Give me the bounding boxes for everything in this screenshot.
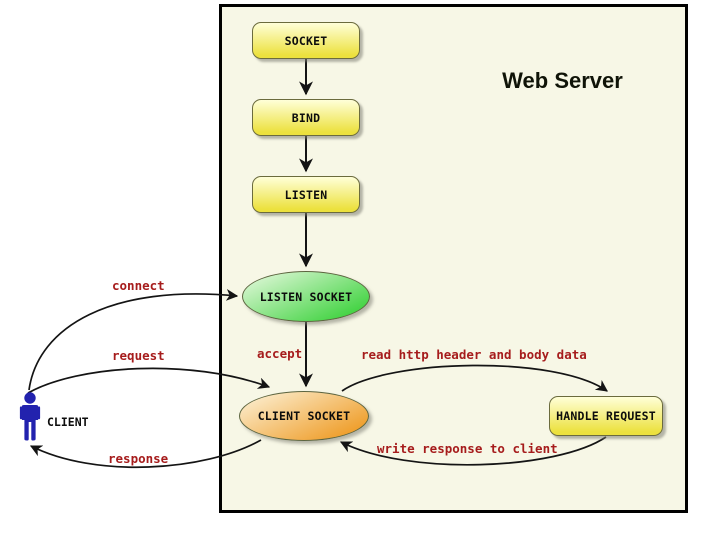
- client-figure: [16, 391, 44, 448]
- edge-label-accept: accept: [257, 346, 303, 361]
- edge-label-write-response: write response to client: [377, 441, 558, 456]
- node-client-socket-label: CLIENT SOCKET: [257, 409, 351, 423]
- node-socket-label: SOCKET: [284, 33, 328, 48]
- edge-label-connect: connect: [112, 278, 165, 293]
- node-handle-request: HANDLE REQUEST: [549, 396, 663, 436]
- edge-connect: [28, 289, 239, 391]
- client-label: CLIENT: [47, 415, 89, 429]
- edge-label-response: response: [108, 451, 169, 466]
- node-bind-label: BIND: [291, 110, 321, 125]
- node-handle-request-label: HANDLE REQUEST: [556, 409, 656, 423]
- node-socket: SOCKET: [252, 22, 360, 59]
- node-listen: LISTEN: [252, 176, 360, 213]
- node-bind: BIND: [252, 99, 360, 136]
- web-server-title: Web Server: [502, 68, 623, 93]
- person-icon: [19, 392, 41, 441]
- node-listen-socket: LISTEN SOCKET: [242, 271, 370, 322]
- node-client-socket: CLIENT SOCKET: [239, 391, 369, 441]
- edge-label-read-http: read http header and body data: [361, 347, 587, 362]
- edge-label-request: request: [112, 348, 165, 363]
- node-listen-socket-label: LISTEN SOCKET: [259, 289, 353, 304]
- node-listen-label: LISTEN: [284, 187, 328, 202]
